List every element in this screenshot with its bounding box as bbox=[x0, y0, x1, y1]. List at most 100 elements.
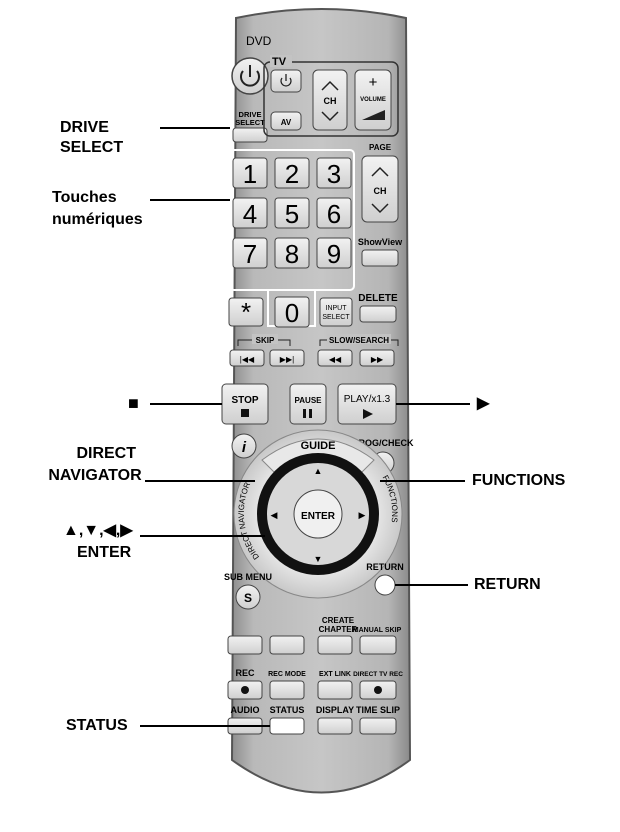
dvd-label: DVD bbox=[246, 34, 272, 48]
callout-direct-navigator-line1: DIRECT bbox=[76, 445, 136, 462]
digit-button-1[interactable] bbox=[274, 157, 310, 189]
callout-numeric-line2: numériques bbox=[52, 211, 143, 228]
digit-label-0: 1 bbox=[243, 159, 257, 189]
enter-label: ENTER bbox=[301, 511, 336, 522]
rec-label: REC bbox=[235, 668, 255, 678]
digit-button-8[interactable] bbox=[316, 237, 352, 269]
digit-label-1: 2 bbox=[285, 159, 299, 189]
digit-label-2: 3 bbox=[327, 159, 341, 189]
callout-status: STATUS bbox=[66, 717, 128, 734]
create-chapter-button[interactable] bbox=[317, 635, 353, 655]
pause-label: PAUSE bbox=[295, 396, 323, 405]
play-label: PLAY/x1.3 bbox=[344, 394, 391, 405]
volume-ramp-icon bbox=[362, 110, 385, 120]
rewind-button[interactable] bbox=[317, 349, 353, 367]
callout-arrows-line1: ▲,▼,◀,▶ bbox=[63, 522, 133, 539]
drive-select-label: DRIVE bbox=[239, 110, 262, 119]
delete-label: DELETE bbox=[358, 293, 398, 304]
digit-button-7[interactable] bbox=[274, 237, 310, 269]
time-slip-button[interactable] bbox=[359, 717, 397, 735]
color-button-2[interactable] bbox=[269, 635, 305, 655]
chevron-up-icon bbox=[321, 80, 339, 91]
skip-back-button[interactable] bbox=[229, 349, 265, 367]
tv-ch-label: CH bbox=[324, 96, 337, 106]
callout-direct-navigator-line2: NAVIGATOR bbox=[48, 467, 142, 484]
status-button[interactable] bbox=[269, 717, 305, 735]
tv-label: TV bbox=[272, 56, 287, 68]
digit-button-2[interactable] bbox=[316, 157, 352, 189]
digit-button-3[interactable] bbox=[232, 197, 268, 229]
drive-select-button[interactable] bbox=[232, 127, 268, 143]
ext-link-label: EXT LINK bbox=[319, 671, 351, 678]
skip-label-bg bbox=[252, 334, 278, 344]
callout-stop: ■ bbox=[128, 393, 139, 413]
callout-drive-select: DRIVE SELECT bbox=[60, 118, 154, 158]
callout-drive-select-line2: SELECT bbox=[60, 139, 124, 156]
volume-label: VOLUME bbox=[360, 97, 386, 103]
sub-menu-button[interactable] bbox=[235, 584, 261, 610]
input-select-button[interactable] bbox=[319, 297, 353, 327]
skip-label: SKIP bbox=[256, 336, 275, 345]
digit-button-0[interactable] bbox=[232, 157, 268, 189]
manual-skip-label: MANUAL SKIP bbox=[353, 627, 402, 634]
showview-button[interactable] bbox=[361, 249, 399, 267]
pause-button[interactable] bbox=[289, 383, 327, 425]
rec-mode-label: REC MODE bbox=[268, 671, 306, 678]
chevron-down-icon bbox=[321, 111, 339, 122]
tv-label-bg bbox=[270, 55, 292, 67]
digit-button-6[interactable] bbox=[232, 237, 268, 269]
callout-return: RETURN bbox=[474, 576, 541, 593]
digit-button-9[interactable] bbox=[274, 296, 310, 328]
drive-select-label-2: SELECT bbox=[235, 118, 265, 127]
rec-dot-icon bbox=[241, 686, 249, 694]
tv-ch-rocker[interactable] bbox=[312, 69, 348, 131]
color-button-1[interactable] bbox=[227, 635, 263, 655]
digit-button-4[interactable] bbox=[274, 197, 310, 229]
callout-play: ▶ bbox=[477, 395, 490, 412]
display-button[interactable] bbox=[317, 717, 353, 735]
tv-section-frame bbox=[263, 61, 399, 137]
skip-forward-button[interactable] bbox=[269, 349, 305, 367]
status-label: STATUS bbox=[270, 705, 305, 715]
ext-link-button[interactable] bbox=[317, 680, 353, 700]
digit-label-8: 9 bbox=[327, 239, 341, 269]
prog-check-label: PROG/CHECK bbox=[352, 438, 414, 448]
callout-numeric-line1: Touches bbox=[52, 189, 117, 206]
power-icon bbox=[240, 65, 260, 87]
page-ch-rocker[interactable] bbox=[361, 155, 399, 223]
star-button[interactable] bbox=[228, 297, 264, 327]
info-icon: i bbox=[242, 439, 247, 456]
digit-button-5[interactable] bbox=[316, 197, 352, 229]
av-button[interactable] bbox=[270, 111, 302, 131]
showview-label: ShowView bbox=[358, 237, 403, 247]
callout-arrows: ▲,▼,◀,▶ ENTER bbox=[63, 521, 133, 563]
play-icon bbox=[363, 409, 373, 419]
fast-forward-icon: ▶▶ bbox=[371, 355, 384, 364]
enter-button[interactable] bbox=[293, 489, 343, 539]
rec-mode-button[interactable] bbox=[269, 680, 305, 700]
fast-forward-button[interactable] bbox=[359, 349, 395, 367]
digit-label-5: 6 bbox=[327, 199, 341, 229]
skip-back-icon: |◀◀ bbox=[240, 355, 255, 364]
page-up-icon bbox=[371, 166, 389, 177]
arrow-up-icon: ▲ bbox=[314, 466, 323, 476]
create-chapter-label-2: CHAPTER bbox=[319, 625, 358, 634]
input-select-label-2: SELECT bbox=[322, 314, 350, 321]
manual-skip-button[interactable] bbox=[359, 635, 397, 655]
stop-label: STOP bbox=[231, 395, 258, 406]
delete-button[interactable] bbox=[359, 305, 397, 323]
direct-tv-rec-label: DIRECT TV REC bbox=[353, 671, 403, 678]
stop-icon bbox=[241, 409, 249, 417]
digit-label-6: 7 bbox=[243, 239, 257, 269]
info-button[interactable] bbox=[231, 433, 257, 459]
display-label: DISPLAY bbox=[316, 705, 354, 715]
arrow-right-icon: ▶ bbox=[359, 510, 366, 520]
page-label: PAGE bbox=[369, 143, 392, 152]
guide-label: GUIDE bbox=[301, 440, 336, 452]
page-ch-label: CH bbox=[374, 186, 387, 196]
return-button[interactable] bbox=[374, 574, 396, 596]
digit-label-7: 8 bbox=[285, 239, 299, 269]
digit-label-4: 5 bbox=[285, 199, 299, 229]
plus-icon: + bbox=[369, 74, 378, 91]
